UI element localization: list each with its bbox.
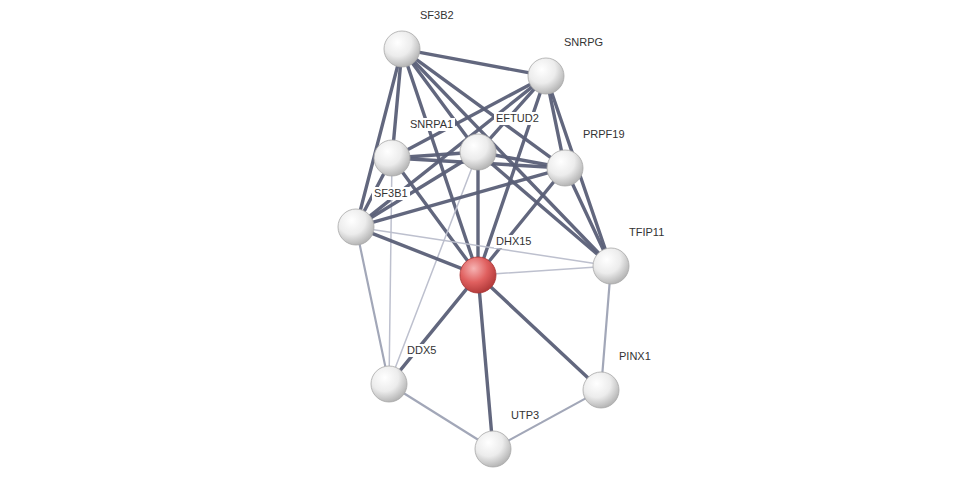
interaction-line xyxy=(420,52,529,72)
sphere-shape xyxy=(528,58,564,94)
node-sphere xyxy=(582,371,620,409)
interaction-line xyxy=(509,399,585,441)
protein-node: PRPF19 xyxy=(546,149,584,187)
sphere-shape xyxy=(384,31,420,67)
protein-node: SNRPG xyxy=(527,57,565,95)
node-sphere xyxy=(383,30,421,68)
node-label: DDX5 xyxy=(405,344,438,357)
interaction-line xyxy=(360,245,386,367)
interaction-line xyxy=(492,164,598,255)
interaction-line xyxy=(480,293,492,431)
sphere-shape xyxy=(547,150,583,186)
interaction-line xyxy=(476,170,479,257)
interaction-line xyxy=(573,184,604,249)
protein-node: SF3B1 xyxy=(337,208,375,246)
node-label: SNRPG xyxy=(562,36,605,49)
sphere-shape xyxy=(371,366,407,402)
protein-node: SNRPA1 xyxy=(373,139,411,177)
node-label: PRPF19 xyxy=(581,128,627,141)
node-sphere xyxy=(474,430,512,468)
interaction-line xyxy=(403,173,468,261)
node-sphere xyxy=(373,139,411,177)
sphere-shape xyxy=(583,372,619,408)
interaction-line xyxy=(491,287,588,377)
protein-node: TFIP11 xyxy=(592,247,630,285)
sphere-shape xyxy=(593,248,629,284)
sphere-shape xyxy=(475,431,511,467)
sphere-shape xyxy=(374,140,410,176)
node-label: SNRPA1 xyxy=(408,118,455,131)
protein-node: SF3B2 xyxy=(383,30,421,68)
interaction-line xyxy=(400,289,466,370)
protein-node: UTP3 xyxy=(474,430,512,468)
node-sphere xyxy=(370,365,408,403)
node-sphere xyxy=(459,256,497,294)
node-sphere xyxy=(527,57,565,95)
interaction-line xyxy=(602,284,609,372)
node-label: SF3B2 xyxy=(418,9,456,22)
node-label: TFIP11 xyxy=(627,226,666,239)
node-label: EFTUD2 xyxy=(494,112,541,125)
sphere-shape xyxy=(460,257,496,293)
sphere-shape xyxy=(460,134,496,170)
node-sphere xyxy=(592,247,630,285)
interaction-line xyxy=(373,234,462,269)
node-label: DHX15 xyxy=(494,235,533,248)
protein-node: DHX15 xyxy=(459,256,497,294)
protein-node: PINX1 xyxy=(582,371,620,409)
node-label: UTP3 xyxy=(509,409,541,422)
interaction-line xyxy=(496,267,593,274)
interaction-line xyxy=(404,394,477,440)
protein-node: DDX5 xyxy=(370,365,408,403)
node-sphere xyxy=(459,133,497,171)
node-sphere xyxy=(546,149,584,187)
interaction-line xyxy=(410,153,460,156)
interaction-line xyxy=(370,87,532,216)
interaction-line xyxy=(496,155,548,164)
sphere-shape xyxy=(338,209,374,245)
node-label: PINX1 xyxy=(617,350,653,363)
node-label: SF3B1 xyxy=(372,187,410,200)
node-sphere xyxy=(337,208,375,246)
protein-node: EFTUD2 xyxy=(459,133,497,171)
